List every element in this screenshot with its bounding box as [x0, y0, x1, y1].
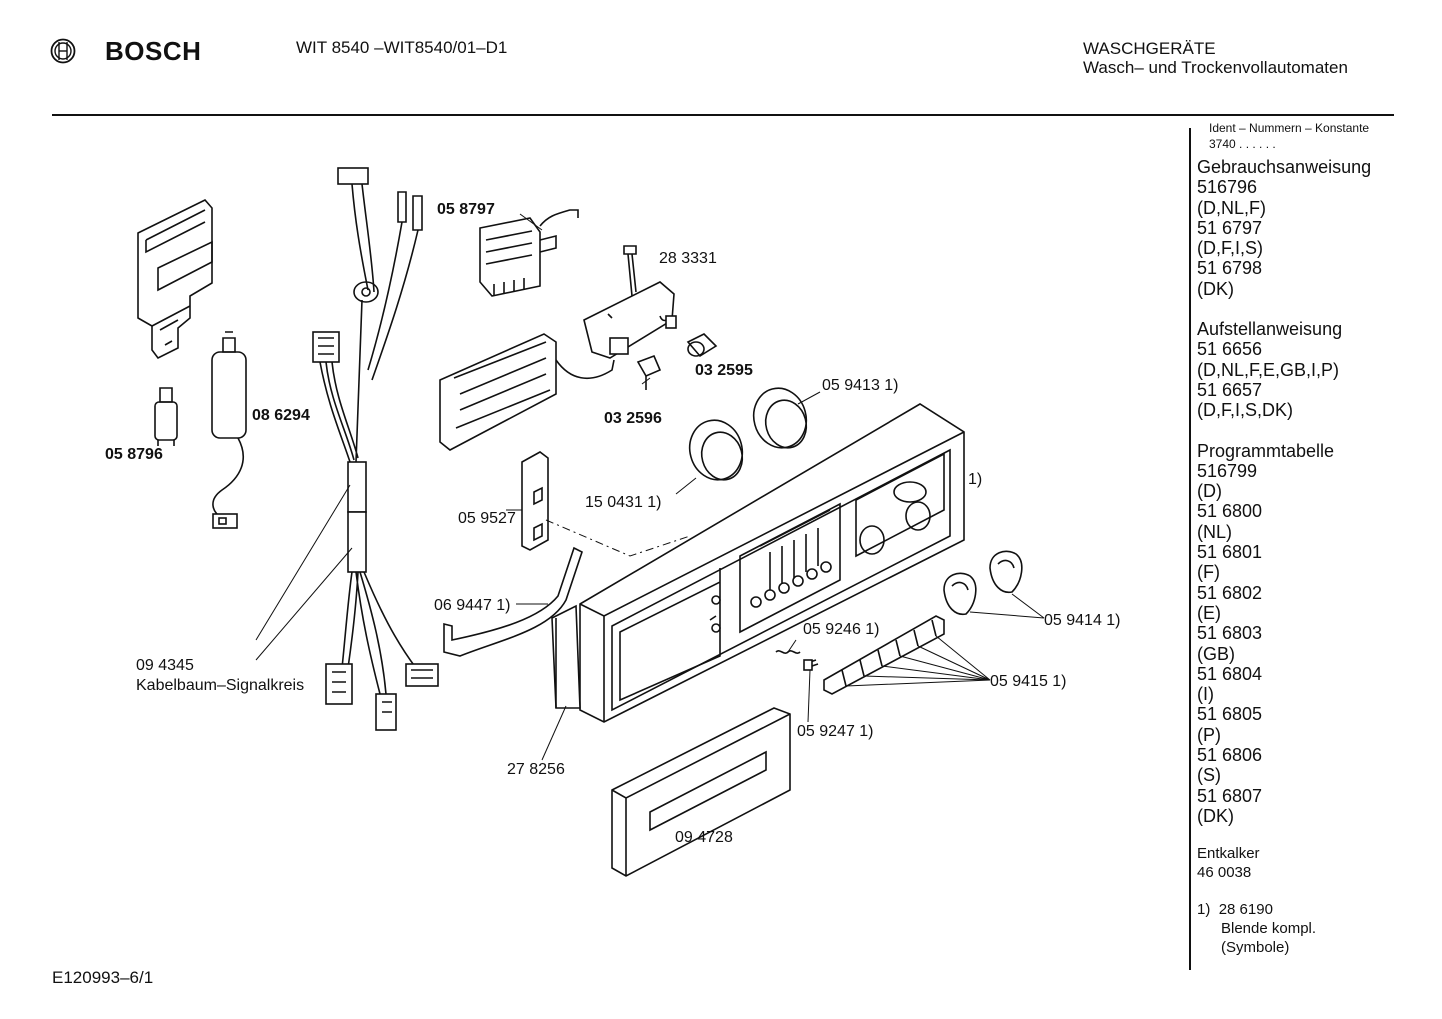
group-line: 51 6797: [1197, 217, 1263, 238]
mounting-bracket: [137, 199, 213, 360]
capacitor: [211, 331, 247, 529]
sidebar-group-aufstell: Aufstellanweisung 51 6656 (D,NL,F,E,GB,I…: [1197, 319, 1437, 420]
group-line: (I): [1197, 684, 1214, 705]
selector-knobs: [943, 550, 1023, 616]
label-059415: 05 9415 1): [990, 673, 1067, 690]
group-line: 516799: [1197, 460, 1258, 481]
footnote: 1) 28 6190: [1197, 900, 1437, 919]
group-title: Programmtabelle: [1197, 440, 1335, 461]
group-line: 51 6800: [1197, 501, 1263, 522]
wire-harness: [312, 167, 439, 731]
document-code: E120993–6/1: [52, 968, 154, 987]
label-086294: 08 6294: [252, 407, 310, 424]
label-094728: 09 4728: [675, 829, 733, 846]
button-strip: [823, 615, 945, 695]
knob-ring-2: [752, 387, 808, 449]
circuit-board: [583, 245, 677, 359]
brand-name: BOSCH: [105, 36, 202, 66]
control-panel-fascia: [579, 403, 965, 723]
label-069447: 06 9447 1): [434, 597, 511, 614]
sidebar-group-programm: Programmtabelle 516799 (D) 51 6800 (NL) …: [1197, 441, 1437, 827]
group-line: (S): [1197, 765, 1221, 786]
group-line: 51 6805: [1197, 704, 1263, 725]
push-rod: [443, 546, 583, 657]
label-059414: 05 9414 1): [1044, 612, 1121, 629]
footnote-text: (Symbole): [1221, 939, 1290, 957]
sidebar-group-gebrauch: Gebrauchsanweisung 516796 (D,NL,F) 51 67…: [1197, 157, 1437, 299]
knob-ring-1: [688, 419, 744, 481]
category-subtitle: Wasch– und Trockenvollautomaten: [1083, 58, 1348, 77]
group-line: 51 6657: [1197, 379, 1263, 400]
group-line: 51 6804: [1197, 663, 1263, 684]
parts-sidebar: Ident – Nummern – Konstante 3740 . . . .…: [1197, 121, 1437, 957]
label-032595: 03 2595: [695, 362, 753, 379]
group-line: (DK): [1197, 278, 1234, 299]
group-line: (D,F,I,S,DK): [1197, 400, 1294, 421]
group-title: Aufstellanweisung: [1197, 319, 1343, 340]
group-title: Gebrauchsanweisung: [1197, 157, 1372, 177]
sidebar-divider: [1189, 128, 1191, 970]
group-line: (E): [1197, 602, 1221, 623]
label-blende: 1): [968, 471, 982, 488]
group-line: 51 6807: [1197, 785, 1263, 806]
label-283331: 28 3331: [659, 250, 717, 267]
side-panel: [551, 604, 581, 709]
footnote-text: Blende kompl.: [1221, 920, 1317, 938]
switch-bracket: [521, 451, 549, 551]
group-line: (D,NL,F,E,GB,I,P): [1197, 359, 1340, 380]
group-line: 51 6801: [1197, 542, 1263, 563]
group-line: (GB): [1197, 643, 1235, 664]
footnote-marker: 1): [1197, 901, 1211, 919]
label-058796: 05 8796: [105, 446, 163, 463]
bosch-armature-icon: [50, 38, 76, 64]
group-line: (D): [1197, 481, 1222, 502]
small-capacitor: [154, 387, 178, 446]
group-line: (NL): [1197, 521, 1232, 542]
label-094345: 09 4345: [136, 657, 194, 674]
group-line: 51 6803: [1197, 623, 1263, 644]
model-number: WIT 8540 –WIT8540/01–D1: [296, 38, 508, 57]
lamp-holder: [636, 354, 662, 390]
group-line: (F): [1197, 562, 1220, 583]
label-059246: 05 9246 1): [803, 621, 880, 638]
group-line: 51 6802: [1197, 582, 1263, 603]
label-032596: 03 2596: [604, 410, 662, 427]
label-kabelbaum: Kabelbaum–Signalkreis: [136, 677, 304, 694]
group-line: 51 6798: [1197, 258, 1263, 279]
label-059527: 05 9527: [458, 510, 516, 527]
group-line: (D,F,I,S): [1197, 238, 1263, 259]
display-frame: [611, 707, 791, 877]
leader-lines: [255, 213, 1045, 761]
entkalker-title: Entkalker: [1197, 845, 1260, 863]
group-line: (P): [1197, 724, 1221, 745]
konstante-value: 3740 . . . . . .: [1209, 137, 1276, 151]
group-line: (DK): [1197, 805, 1234, 826]
spring-pin: [775, 650, 819, 671]
group-line: (D,NL,F): [1197, 197, 1266, 218]
entkalker-number: 46 0038: [1197, 864, 1252, 882]
group-line: 51 6656: [1197, 339, 1263, 360]
ident-header: Ident – Nummern – Konstante: [1209, 121, 1370, 135]
footnote-number: 28 6190: [1218, 901, 1273, 919]
header-divider: [52, 114, 1394, 116]
indicator-panel: [439, 333, 615, 451]
group-line: 516796: [1197, 177, 1258, 198]
group-line: 51 6806: [1197, 745, 1263, 766]
selector-switch: [479, 209, 579, 297]
label-058797: 05 8797: [437, 201, 495, 218]
label-150431: 15 0431 1): [585, 494, 662, 511]
lamp-cap: [686, 333, 718, 358]
label-059247: 05 9247 1): [797, 723, 874, 740]
label-059413: 05 9413 1): [822, 377, 899, 394]
label-278256: 27 8256: [507, 761, 565, 778]
category-title: WASCHGERÄTE: [1083, 39, 1216, 58]
exploded-parts-diagram: 05 8797 28 3331 08 6294 05 8796 03 2595 …: [105, 167, 1121, 877]
